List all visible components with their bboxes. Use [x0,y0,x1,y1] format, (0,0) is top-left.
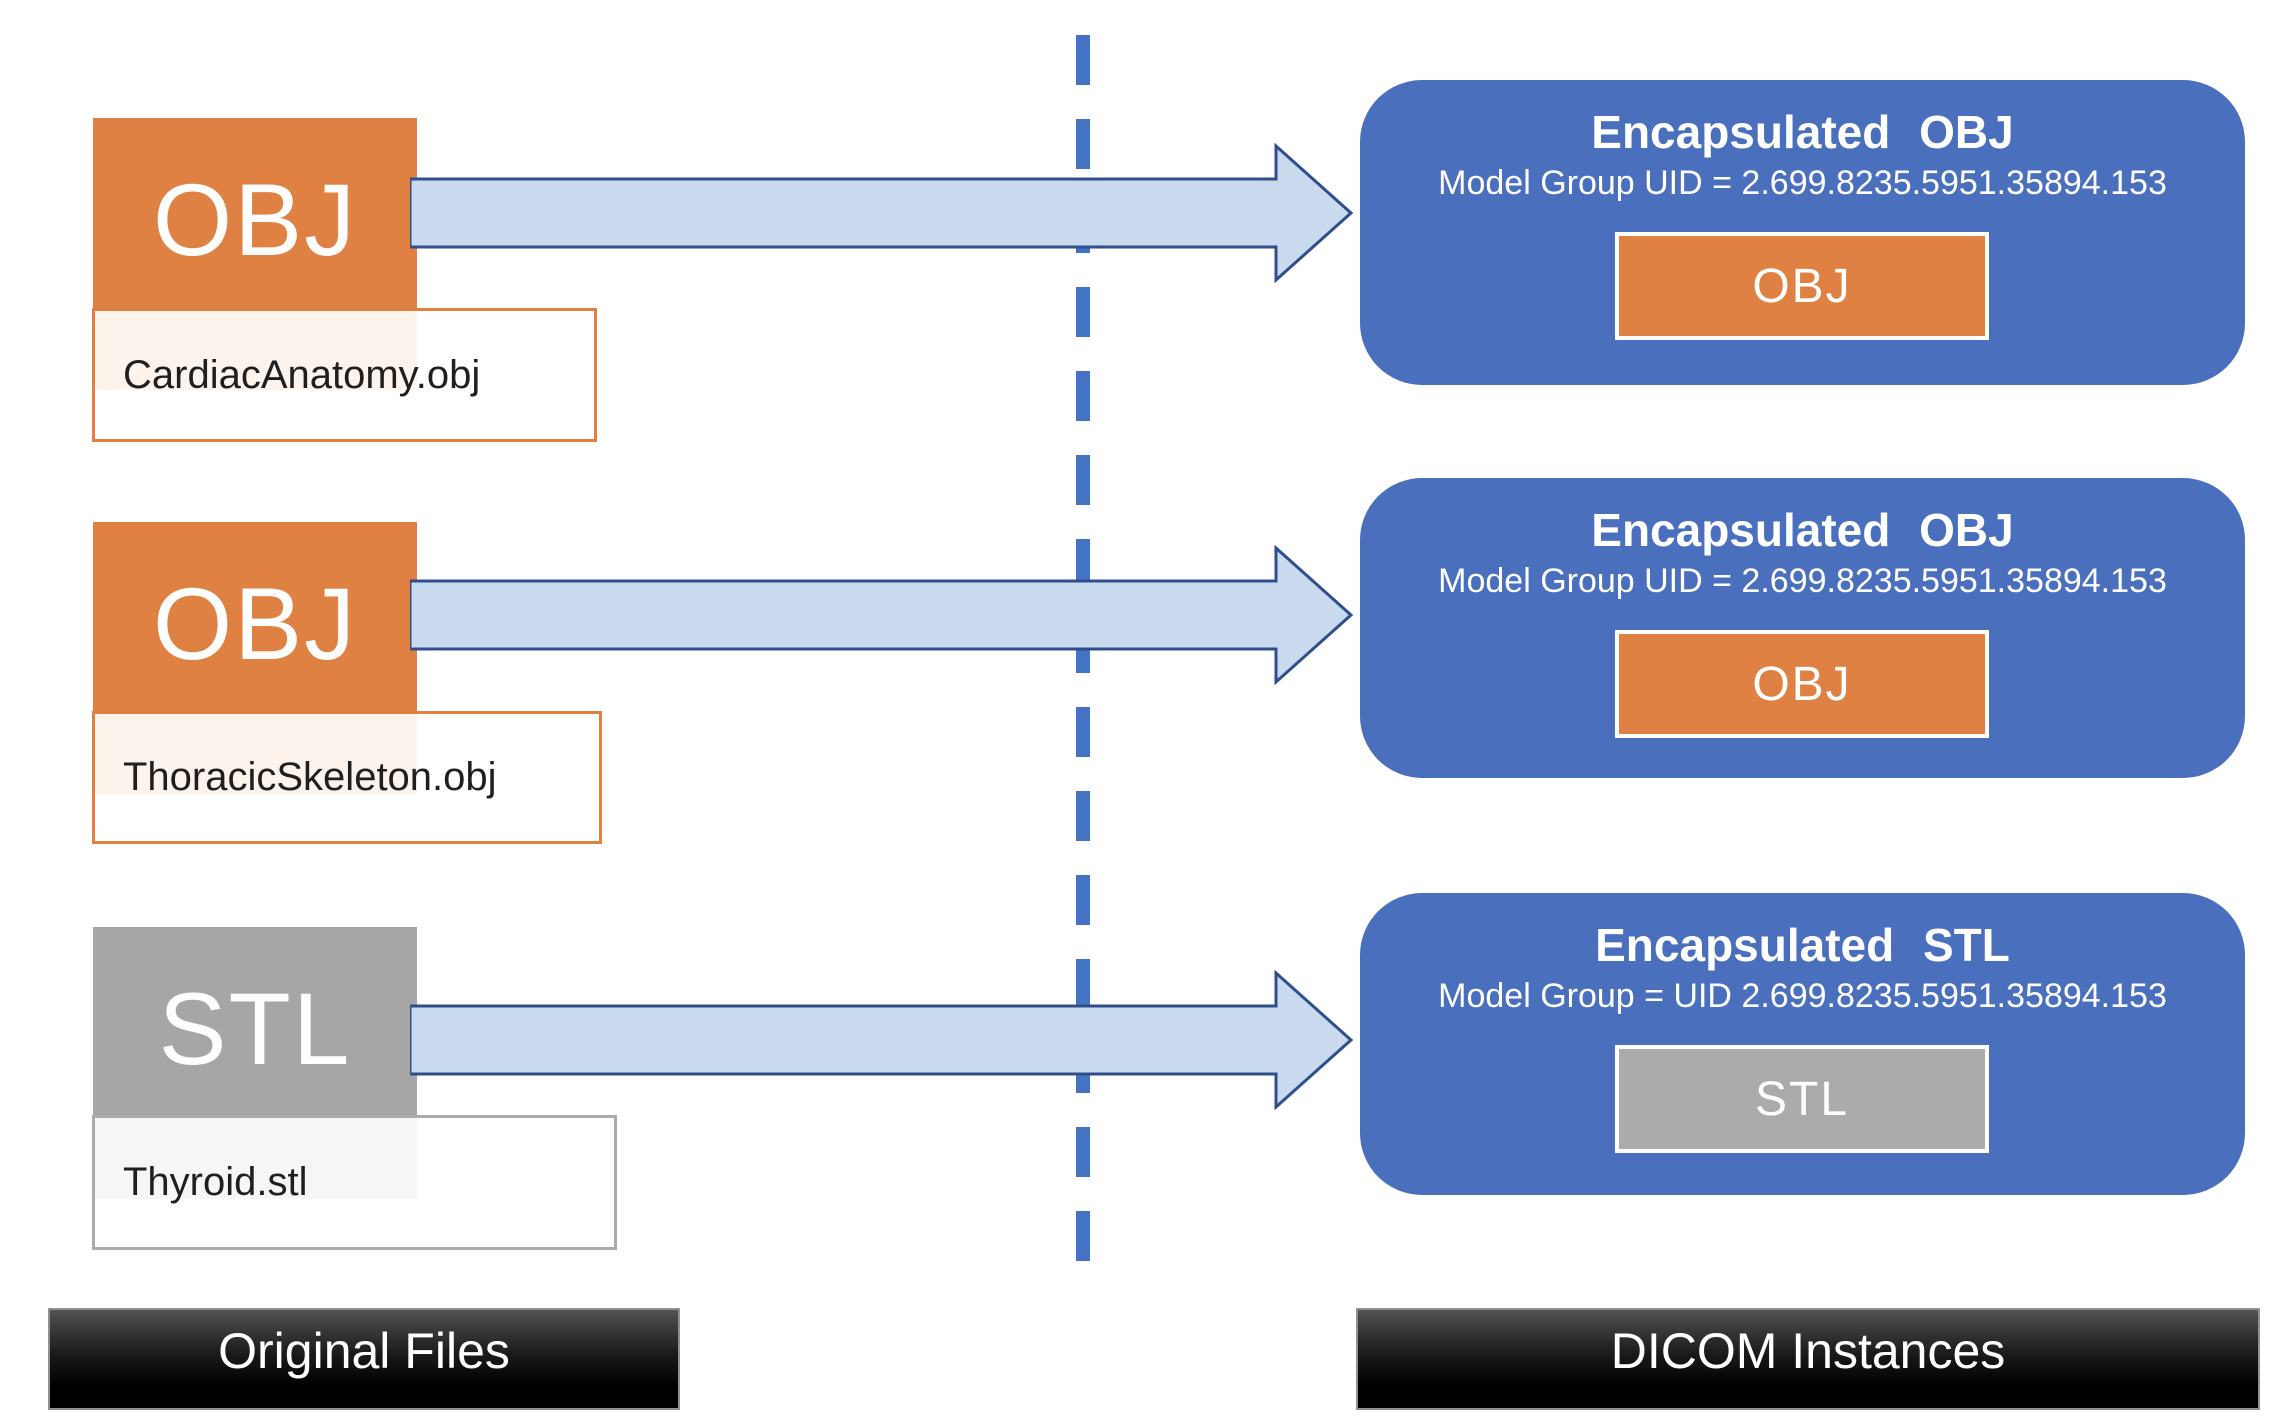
file-name-text: CardiacAnatomy.obj [123,352,481,397]
instance-uid-text: Model Group = UID 2.699.8235.5951.35894.… [1438,976,2167,1015]
file-name-label: CardiacAnatomy.obj [92,308,597,442]
original-files-banner: Original Files [48,1308,680,1410]
file-name-text: ThoracicSkeleton.obj [123,755,497,799]
instance-title: Encapsulated OBJ [1591,504,2014,556]
banner-label: DICOM Instances [1610,1323,2006,1379]
embedded-stl-chip: STL [1615,1045,1989,1153]
conversion-arrow-icon [410,970,1354,1110]
file-name-label: ThoracicSkeleton.obj [92,711,602,844]
instance-title: Encapsulated STL [1595,919,2010,971]
encapsulated-instance-card: Encapsulated STL Model Group = UID 2.699… [1360,893,2245,1195]
chip-label: STL [1754,1072,1850,1126]
file-type-label: OBJ [152,567,358,681]
embedded-obj-chip: OBJ [1615,232,1989,340]
encapsulated-instance-card: Encapsulated OBJ Model Group UID = 2.699… [1360,80,2245,385]
dicom-instances-banner: DICOM Instances [1356,1308,2260,1410]
file-type-label: OBJ [152,163,358,277]
file-type-label: STL [158,972,352,1086]
conversion-arrow-icon [410,545,1354,685]
file-name-text: Thyroid.stl [123,1160,308,1204]
embedded-obj-chip: OBJ [1615,630,1989,738]
instance-uid-text: Model Group UID = 2.699.8235.5951.35894.… [1438,163,2167,202]
chip-label: OBJ [1752,259,1852,313]
chip-label: OBJ [1752,657,1852,711]
conversion-arrow-icon [410,143,1354,283]
file-name-label: Thyroid.stl [92,1115,617,1250]
instance-uid-text: Model Group UID = 2.699.8235.5951.35894.… [1438,561,2167,600]
encapsulated-instance-card: Encapsulated OBJ Model Group UID = 2.699… [1360,478,2245,778]
dashed-divider-line [1076,35,1090,1275]
banner-label: Original Files [218,1323,510,1379]
instance-title: Encapsulated OBJ [1591,106,2014,158]
